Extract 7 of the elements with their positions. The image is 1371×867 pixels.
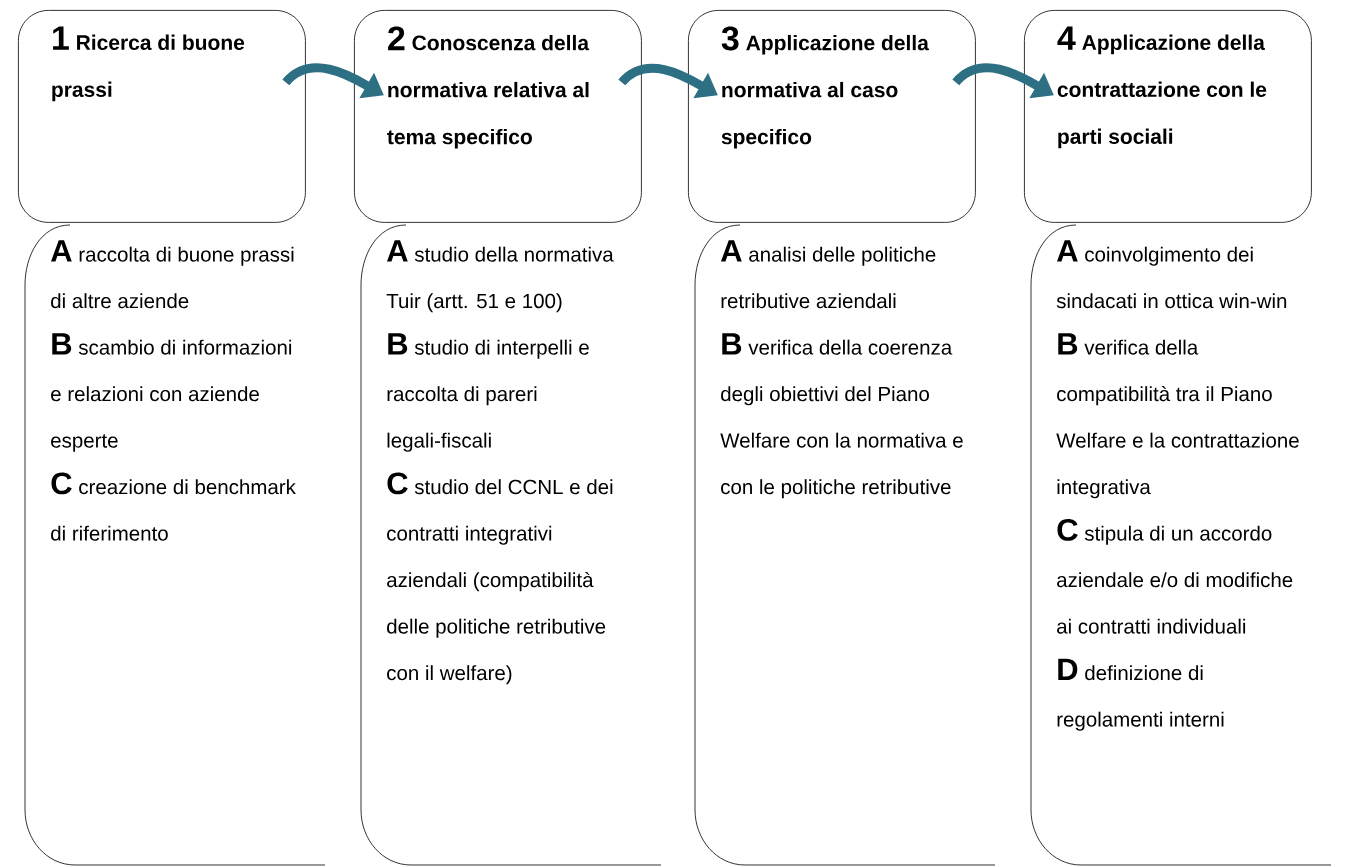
task-panel: A studio della normativa Tuir (artt. 51 e 100) B studio di interpelli e raccolta di pareri legali-fiscali C studio del CCNL e dei contratti integrativi aziendali (compatibilità delle politiche retributive con il welfare) — [360, 224, 662, 866]
task-panel: A raccolta di buone prassi di altre aziende B scambio di informazioni e relazioni con aziende esperte C creazione di benchmark di riferimento — [24, 224, 326, 866]
task-panel: A analisi delle politiche retributive aziendali B verifica della coerenza degli obiettivi del Piano Welfare con la normativa e con le politiche retributive — [694, 224, 996, 866]
step-box: 1 Ricerca di buone prassi — [18, 10, 306, 223]
task-panel: A coinvolgimento dei sindacati in ottica win-win B verifica della compatibilità tra il Piano Welfare e la contrattazione integrativa C stipula di un accordo aziendale e/o di modifiche ai contratti individuali D definizione di regolamenti interni — [1030, 224, 1332, 866]
step-box: 2 Conoscenza della normativa relativa al tema specifico — [354, 10, 642, 223]
step-box: 3 Applicazione della normativa al caso specifico — [688, 10, 976, 223]
